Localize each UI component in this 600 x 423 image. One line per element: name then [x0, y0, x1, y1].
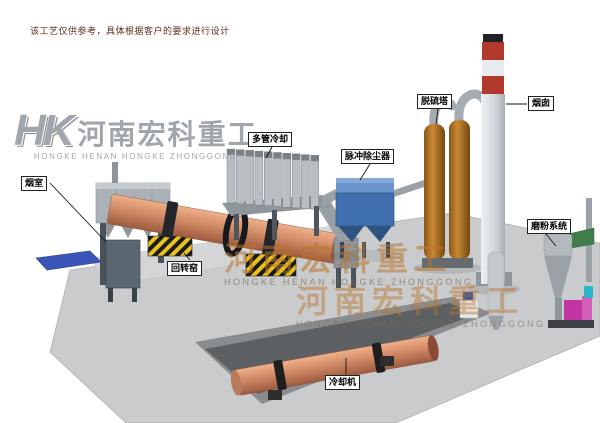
- label-pulse-dust-collector: 脉冲除尘器: [341, 149, 395, 164]
- multi-tube-cooler-graphic: [222, 148, 352, 240]
- disclaimer-note: 该工艺仅供参考，具体根据客户的要求进行设计: [30, 26, 230, 36]
- chimney-graphic: [468, 34, 520, 295]
- label-smoke-chamber: 烟室: [21, 176, 48, 191]
- label-rotary-kiln: 回转窑: [167, 261, 203, 276]
- label-chimney: 烟囱: [528, 96, 555, 111]
- label-leader-lines: [49, 103, 557, 374]
- label-cooling-machine: 冷却机: [325, 375, 361, 390]
- pulse-dust-collector-graphic: [329, 178, 424, 262]
- label-grinding-system: 磨粉系统: [527, 219, 572, 234]
- logo-company-name-en: HONGKE HENAN HONGKE ZHONGGONG: [33, 152, 238, 162]
- desulfurization-tower-graphic: [413, 89, 498, 274]
- label-desulfurization-tower: 脱硫塔: [417, 94, 453, 109]
- company-logo: HK 河南宏科重工 HONGKE HENAN HONGKE ZHONGGONG: [14, 106, 258, 162]
- logo-company-name: 河南宏科重工: [77, 119, 258, 151]
- auxiliary-silo-graphic: [459, 251, 505, 330]
- rotary-kiln-graphic: [107, 194, 359, 288]
- cooling-machine-graphic: [230, 335, 439, 400]
- label-multi-tube-cooler: 多管冷却: [248, 132, 293, 147]
- logo-monogram-icon: HK: [14, 106, 75, 155]
